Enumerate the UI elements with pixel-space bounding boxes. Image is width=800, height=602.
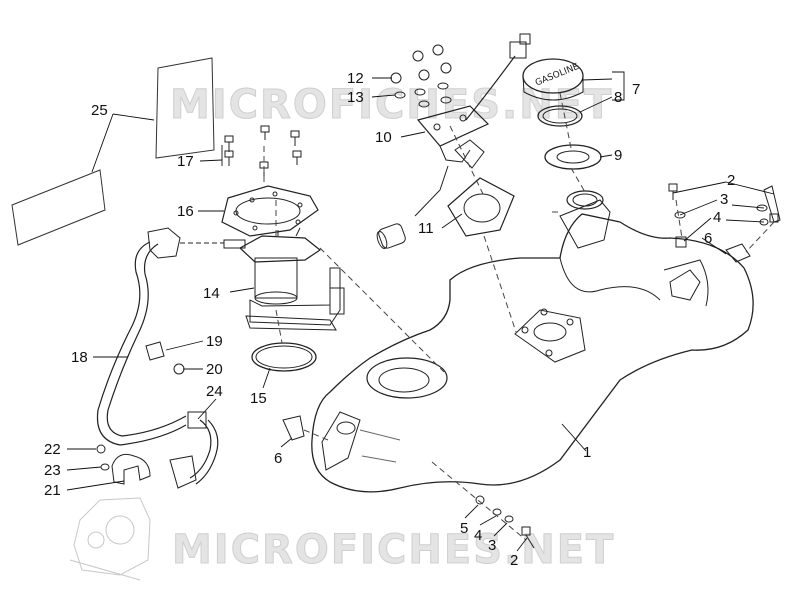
callout-10: 10	[375, 129, 392, 146]
callout-3: 3	[720, 191, 729, 208]
callout-6: 6	[704, 230, 713, 247]
washer-23	[100, 463, 110, 471]
callout-11: 11	[418, 220, 434, 237]
label-sheets	[11, 57, 215, 246]
callout-2-lower: 2	[510, 552, 519, 569]
leader-lines	[66, 71, 775, 552]
screw-22	[96, 444, 106, 454]
washers-13	[394, 82, 452, 108]
callout-13: 13	[347, 89, 364, 106]
callout-1: 1	[583, 444, 592, 461]
callout-20: 20	[206, 361, 223, 378]
watermark-top: MICROFICHES.NET	[169, 82, 614, 129]
callout-21: 21	[44, 482, 61, 499]
watermark-bottom: MICROFICHES.NET	[171, 527, 616, 574]
fuel-hose-18	[96, 227, 219, 489]
gasket-11	[447, 177, 515, 237]
clip-19	[145, 341, 165, 361]
engine-ghost	[69, 497, 151, 581]
callout-6-lower: 6	[274, 450, 283, 467]
callout-7: 7	[632, 81, 641, 98]
callout-8: 8	[614, 89, 623, 106]
callout-4-lower: 4	[474, 527, 483, 544]
callout-2: 2	[727, 172, 736, 189]
o-ring-15	[251, 342, 317, 372]
callout-24: 24	[206, 383, 223, 400]
fuel-level-sender-10	[376, 33, 531, 250]
cap-text: GASOLINE	[534, 62, 581, 89]
callout-9: 9	[614, 147, 623, 164]
clamp-21	[111, 453, 151, 485]
fuel-pump-14	[180, 227, 345, 331]
callout-16: 16	[177, 203, 194, 220]
callout-22: 22	[44, 441, 61, 458]
callout-15: 15	[250, 390, 267, 407]
callout-23: 23	[44, 462, 61, 479]
nuts-12	[390, 44, 452, 84]
callout-14: 14	[203, 285, 220, 302]
callout-4: 4	[713, 209, 722, 226]
cap-seal-8	[537, 105, 583, 127]
fuel-tank-1	[311, 190, 754, 493]
callout-25: 25	[91, 102, 108, 119]
screws-17	[224, 125, 302, 177]
callout-3-lower: 3	[488, 537, 497, 554]
callout-5-lower: 5	[460, 520, 469, 537]
pump-flange-16	[221, 185, 319, 237]
filler-ring-9	[544, 144, 602, 170]
assembly-lines	[263, 92, 775, 541]
callout-12: 12	[347, 70, 364, 87]
callout-18: 18	[71, 349, 88, 366]
fuel-cap-7: GASOLINE	[522, 58, 584, 101]
callout-17: 17	[177, 153, 194, 170]
hardware-right	[282, 183, 781, 549]
callout-19: 19	[206, 333, 223, 350]
